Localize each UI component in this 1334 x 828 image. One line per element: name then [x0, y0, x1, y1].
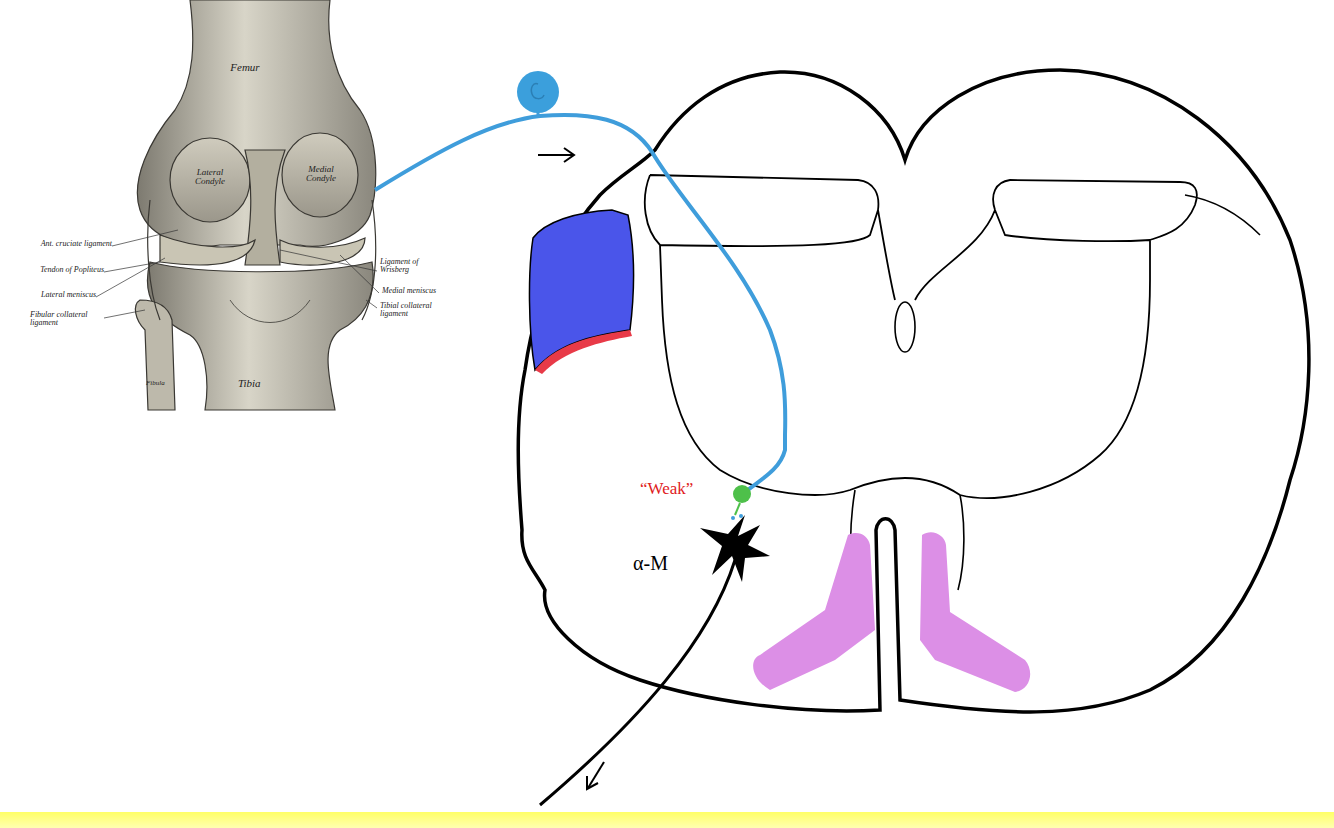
part-label: Fibular collateral ligament: [30, 311, 104, 328]
part-label: Tibial collateral ligament: [380, 302, 440, 319]
synaptic-terminal: [733, 485, 751, 503]
afferent-neuron: [375, 104, 785, 492]
central-canal: [895, 302, 915, 352]
leader-lines: [96, 230, 379, 318]
neuron-label: α-M: [633, 553, 703, 574]
motor-axon: [540, 560, 735, 805]
knee-drawing: [135, 0, 375, 410]
bone-label: Medial Condyle: [298, 165, 344, 184]
bone-label: Tibia: [238, 378, 288, 390]
gray-matter-outline: [645, 175, 1197, 498]
bone-label: Fibula: [146, 380, 176, 387]
part-label: Tendon of Popliteus: [10, 266, 104, 274]
bone-label: Lateral Condyle: [186, 168, 234, 187]
part-label: Medial meniscus: [382, 287, 462, 295]
spinal-cord-outline: [518, 70, 1309, 712]
dorsal-root-zone: [1185, 195, 1260, 235]
alpha-motor-neuron: [700, 515, 770, 582]
part-label: Ligament of Wrisberg: [380, 258, 438, 275]
tract-region-red: [535, 330, 632, 374]
synapse-note: “Weak”: [640, 480, 750, 498]
dorsal-root-ganglion: [517, 71, 559, 113]
ventral-horn-pink: [753, 533, 875, 690]
direction-arrow: [538, 148, 604, 789]
part-label: Ant. cruciate ligament: [8, 240, 112, 248]
bone-label: Femur: [215, 62, 275, 74]
ventral-horn-pink: [920, 532, 1030, 692]
part-label: Lateral meniscus: [10, 291, 96, 299]
highlight-band: [0, 812, 1334, 828]
